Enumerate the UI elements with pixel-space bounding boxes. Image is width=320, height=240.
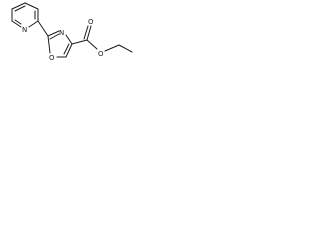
bond-pyr-4 [28,20,39,28]
ester-o-label: O [98,50,104,58]
bond-ox-c4-c5-double [63,43,70,55]
pyridine-n-label: N [22,26,27,34]
bond-pyr-double-1 [14,5,26,12]
structure-canvas: N N O O O [0,0,144,89]
bond-carbonyl-ester-o [86,39,98,50]
bond-ch2-ch3 [118,44,133,53]
bond-pyr-1 [11,2,26,10]
ester-group: O O [71,18,133,58]
bond-ox-c2-n [47,30,60,37]
bond-ox-o-c2 [47,35,51,54]
bond-ox-n-c4 [65,34,73,45]
bond-c4-carbonyl [71,39,88,45]
bond-pyr-to-oxazole [37,20,49,37]
oxazole-o-label: O [49,54,55,62]
bond-ox-c4-c5 [65,43,73,58]
bond-pyr-5 [11,20,22,28]
oxazole-n-label: N [59,29,64,37]
bond-carbonyl-o-double [83,25,89,40]
bond-ester-o-ch2 [104,44,120,52]
bond-carbonyl-o [86,25,92,41]
pyridine-ring: N [11,2,39,34]
oxazole-ring: N O [47,29,73,62]
bond-ox-c2-n-double [49,33,60,40]
bond-pyr-2 [24,2,39,10]
carbonyl-o-label: O [88,18,94,26]
molecule-structure: N N O O O [11,2,133,62]
bond-pyr-double-3 [14,19,22,25]
